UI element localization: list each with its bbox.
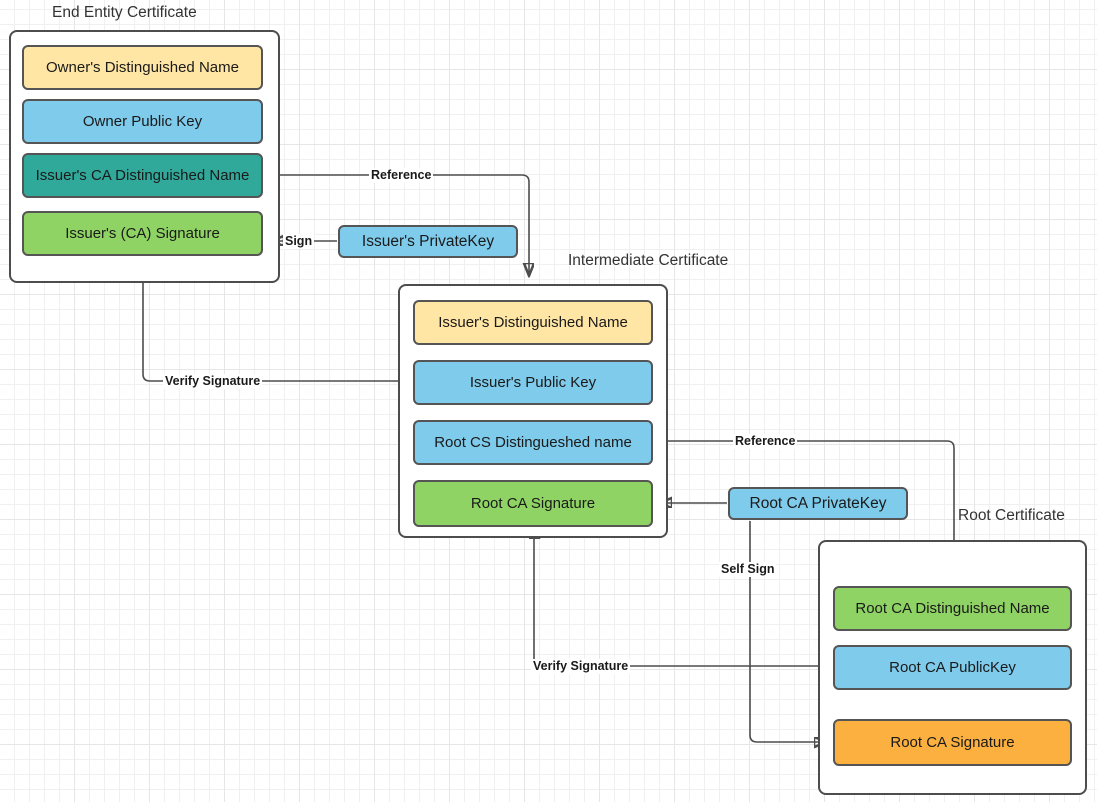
root-certificate-title: Root Certificate — [958, 507, 1065, 524]
edge-label-self-sign: Self Sign — [719, 562, 777, 577]
field-root-ca-publickey[interactable]: Root CA PublicKey — [833, 645, 1072, 690]
end-entity-certificate-title: End Entity Certificate — [52, 4, 197, 21]
field-issuer-ca-distinguished-name[interactable]: Issuer's CA Distinguished Name — [22, 153, 263, 198]
field-owner-distinguished-name[interactable]: Owner's Distinguished Name — [22, 45, 263, 90]
field-root-cs-distingueshed-name[interactable]: Root CS Distingueshed name — [413, 420, 653, 465]
root-ca-privatekey-box[interactable]: Root CA PrivateKey — [728, 487, 908, 520]
edge-label-verify-signature-1: Verify Signature — [163, 374, 263, 389]
edge-label-reference-1: Reference — [369, 168, 434, 183]
edge-label-reference-2: Reference — [733, 434, 798, 449]
edge-label-verify-signature-2: Verify Signature — [531, 659, 631, 674]
field-issuer-public-key[interactable]: Issuer's Public Key — [413, 360, 653, 405]
field-root-ca-distinguished-name[interactable]: Root CA Distinguished Name — [833, 586, 1072, 631]
field-owner-public-key[interactable]: Owner Public Key — [22, 99, 263, 144]
issuer-privatekey-box[interactable]: Issuer's PrivateKey — [338, 225, 518, 258]
field-issuer-distinguished-name[interactable]: Issuer's Distinguished Name — [413, 300, 653, 345]
wire-verify-signature-intermediate — [534, 527, 832, 667]
field-issuer-ca-signature[interactable]: Issuer's (CA) Signature — [22, 211, 263, 256]
wire-self-sign — [749, 521, 826, 742]
field-root-ca-signature-root[interactable]: Root CA Signature — [833, 719, 1072, 766]
intermediate-certificate-title: Intermediate Certificate — [568, 252, 729, 269]
edge-label-sign: Sign — [283, 234, 315, 249]
field-root-ca-signature-intermediate[interactable]: Root CA Signature — [413, 480, 653, 527]
